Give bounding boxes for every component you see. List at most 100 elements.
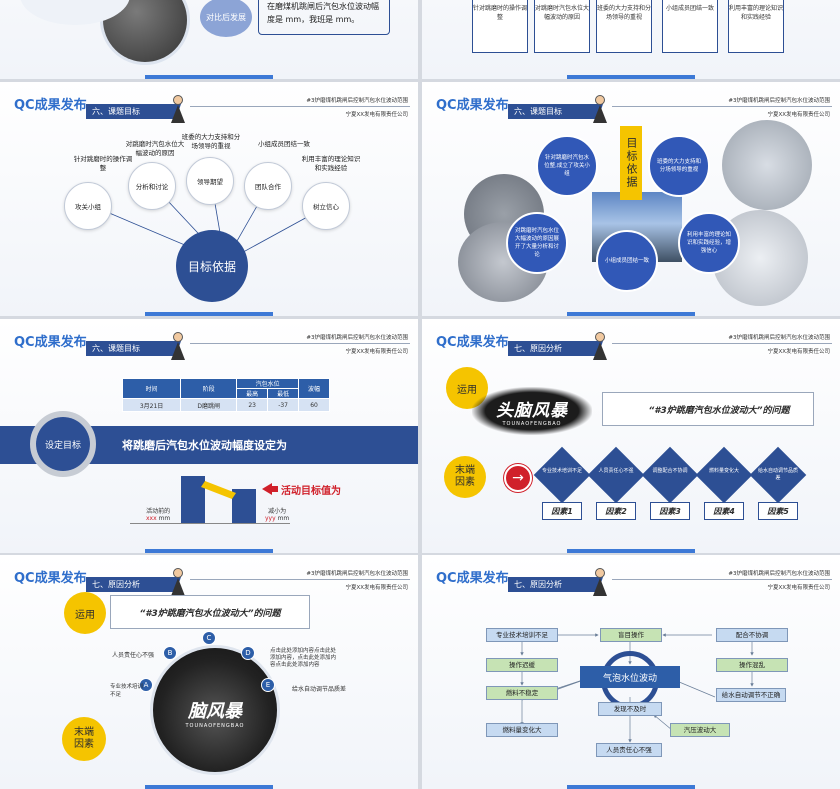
bar-baseline	[130, 523, 290, 524]
cause-box: 专业技术培训不足	[486, 628, 558, 642]
header-divider	[190, 579, 410, 580]
header-divider	[190, 343, 410, 344]
basis-card: 小组成员团结一致	[662, 0, 718, 53]
basis-blue-circle: 针对跳磨时汽包水位整,成立了攻关小组	[536, 135, 598, 197]
brainstorm-photo-circle	[150, 645, 280, 775]
presenter-figure-icon	[590, 332, 610, 362]
target-basis-vertical-label: 目标依据	[620, 126, 642, 200]
cause-diamond	[641, 446, 699, 504]
apply-badge: 运用	[64, 592, 106, 634]
basis-node-label: 对跳磨时汽包水位大幅波动的原因	[125, 140, 185, 157]
presenter-figure-icon	[168, 95, 188, 125]
letter-circle: C	[202, 631, 216, 645]
basis-node-label: 班委的大力支持和分场领导的重视	[181, 133, 241, 150]
header-subtitle: #3炉磨煤机跳闸后控制汽包水位波动范围	[728, 98, 830, 104]
cause-box: 燃料不稳定	[486, 686, 558, 700]
slide-title: QC成果发布	[436, 335, 509, 350]
basis-node-label: 小组成员团结一致	[258, 140, 310, 148]
slide-title: QC成果发布	[436, 98, 509, 113]
section-bar: 七、原因分析	[86, 577, 181, 592]
trend-arrow	[201, 481, 236, 499]
after-label: 减小为 yyy mm	[265, 506, 289, 522]
header-subtitle: #3炉磨煤机跳闸后控制汽包水位波动范围	[306, 335, 408, 341]
header-subtitle: #3炉磨煤机跳闸后控制汽包水位波动范围	[306, 98, 408, 104]
basis-blue-circle: 小组成员团结一致	[596, 230, 658, 292]
slide-thumbnail-6[interactable]: QC成果发布 七、原因分析 #3炉磨煤机跳闸后控制汽包水位波动范围 宁夏XX发电…	[422, 319, 840, 553]
basis-node-circle: 攻关小组	[64, 182, 112, 230]
after-text: 减小为	[268, 508, 287, 515]
slide-thumbnail-5[interactable]: QC成果发布 六、课题目标 #3炉磨煤机跳闸后控制汽包水位波动范围 宁夏XX发电…	[0, 319, 418, 553]
before-unit: mm	[158, 515, 171, 522]
header-company: 宁夏XX发电有限责任公司	[767, 585, 830, 591]
before-label: 活动前的 xxx mm	[146, 506, 170, 522]
letter-circle: E	[261, 678, 275, 692]
photo-circle-tr	[722, 120, 812, 210]
cause-box: 给水自动调节不正确	[716, 688, 786, 702]
th-amplitude: 波幅	[298, 378, 330, 399]
td-max: 23	[236, 398, 269, 412]
cause-diamond	[695, 446, 753, 504]
after-value: yyy	[265, 515, 276, 522]
set-target-circle: 设定目标	[36, 417, 90, 471]
brainstorm-text: 脑风暴	[188, 701, 242, 722]
right-item-2: 给水自动调节品质差	[292, 686, 347, 693]
header-divider	[612, 579, 832, 580]
cause-diamond-label: 给水自动调节品质差	[758, 468, 799, 481]
basis-blue-circle: 利用丰富的理论知识和实践经验，增强信心	[678, 212, 740, 274]
slide-title: QC成果发布	[436, 571, 509, 586]
basis-node-label: 利用丰富的理论知识和实践经验	[301, 155, 361, 172]
brainstorm-pinyin: TOUNAOFENGBAO	[502, 420, 562, 427]
target-arrow-tail	[271, 486, 278, 492]
slide-thumbnail-3[interactable]: QC成果发布 六、课题目标 #3炉磨煤机跳闸后控制汽包水位波动范围 宁夏XX发电…	[0, 82, 418, 316]
header-company: 宁夏XX发电有限责任公司	[345, 349, 408, 355]
basis-card: 针对跳磨时的操作调整	[472, 0, 528, 53]
cause-diamond	[533, 446, 591, 504]
before-value: xxx	[146, 515, 157, 522]
question-box: “#3炉跳磨汽包水位波动大”的问题	[110, 595, 310, 629]
letter-circle: D	[241, 646, 255, 660]
td-date: 3月21日	[121, 398, 182, 412]
target-value-label: 活动目标值为	[281, 486, 341, 497]
letter-circle: A	[139, 678, 153, 692]
header-company: 宁夏XX发电有限责任公司	[767, 112, 830, 118]
slide-thumbnail-2[interactable]: 针对跳磨时的操作调整对跳磨时汽包水位大幅波动的原因班委的大力支持和分场领导的重视…	[422, 0, 840, 79]
before-text: 活动前的	[146, 508, 171, 515]
left-item-1: 人员责任心不强	[112, 652, 155, 659]
td-amplitude: 60	[298, 398, 330, 412]
slide-title: QC成果发布	[14, 98, 87, 113]
basis-blue-circle: 班委的大力支持和分场领导的重视	[648, 135, 710, 197]
end-factor-badge: 末端因素	[444, 456, 486, 498]
cause-box: 人员责任心不强	[596, 743, 662, 757]
basis-node-circle: 团队合作	[244, 162, 292, 210]
slide-thumbnail-4[interactable]: QC成果发布 六、课题目标 #3炉磨煤机跳闸后控制汽包水位波动范围 宁夏XX发电…	[422, 82, 840, 316]
brainstorm-pinyin: TOUNAOFENGBAO	[185, 723, 245, 729]
basis-card: 班委的大力支持和分场领导的重视	[596, 0, 652, 53]
slide-thumbnail-7[interactable]: QC成果发布 七、原因分析 #3炉磨煤机跳闸后控制汽包水位波动范围 宁夏XX发电…	[0, 555, 418, 789]
cause-box: 汽压波动大	[670, 723, 730, 737]
presenter-figure-icon	[168, 332, 188, 362]
cause-box: 盲目操作	[600, 628, 662, 642]
slide-thumbnail-8[interactable]: QC成果发布 七、原因分析 #3炉磨煤机跳闸后控制汽包水位波动范围 宁夏XX发电…	[422, 555, 840, 789]
brainstorm-label: 脑风暴 TOUNAOFENGBAO	[165, 695, 265, 731]
header-company: 宁夏XX发电有限责任公司	[345, 112, 408, 118]
slide-thumbnail-1[interactable]: 对比后发展 在磨煤机跳闸后汽包水位波动幅度是 mm，我班是 mm。	[0, 0, 418, 79]
bubble-water-level-center: 气泡水位波动	[580, 666, 680, 688]
section-bar: 六、课题目标	[508, 104, 603, 119]
cause-diamond-label: 调整配合不协调	[652, 468, 688, 474]
header-subtitle: #3炉磨煤机跳闸后控制汽包水位波动范围	[728, 571, 830, 577]
question-box: “#3炉跳磨汽包水位波动大”的问题	[602, 392, 814, 426]
brainstorm-text: 头脑风暴	[496, 400, 568, 421]
presenter-figure-icon	[590, 95, 610, 125]
basis-node-circle: 树立信心	[302, 182, 350, 230]
basis-card: 利用丰富的理论知识和实践经验	[728, 0, 784, 53]
cause-box: 燃料量变化大	[486, 723, 558, 737]
bar-after	[232, 489, 256, 523]
factor-box: 因素1	[542, 502, 582, 520]
presenter-figure-icon	[168, 568, 188, 598]
bar-before	[181, 476, 205, 523]
header-divider	[612, 343, 832, 344]
header-subtitle: #3炉磨煤机跳闸后控制汽包水位波动范围	[306, 571, 408, 577]
header-divider	[612, 106, 832, 107]
header-company: 宁夏XX发电有限责任公司	[767, 349, 830, 355]
end-factor-badge: 末端因素	[62, 717, 106, 761]
